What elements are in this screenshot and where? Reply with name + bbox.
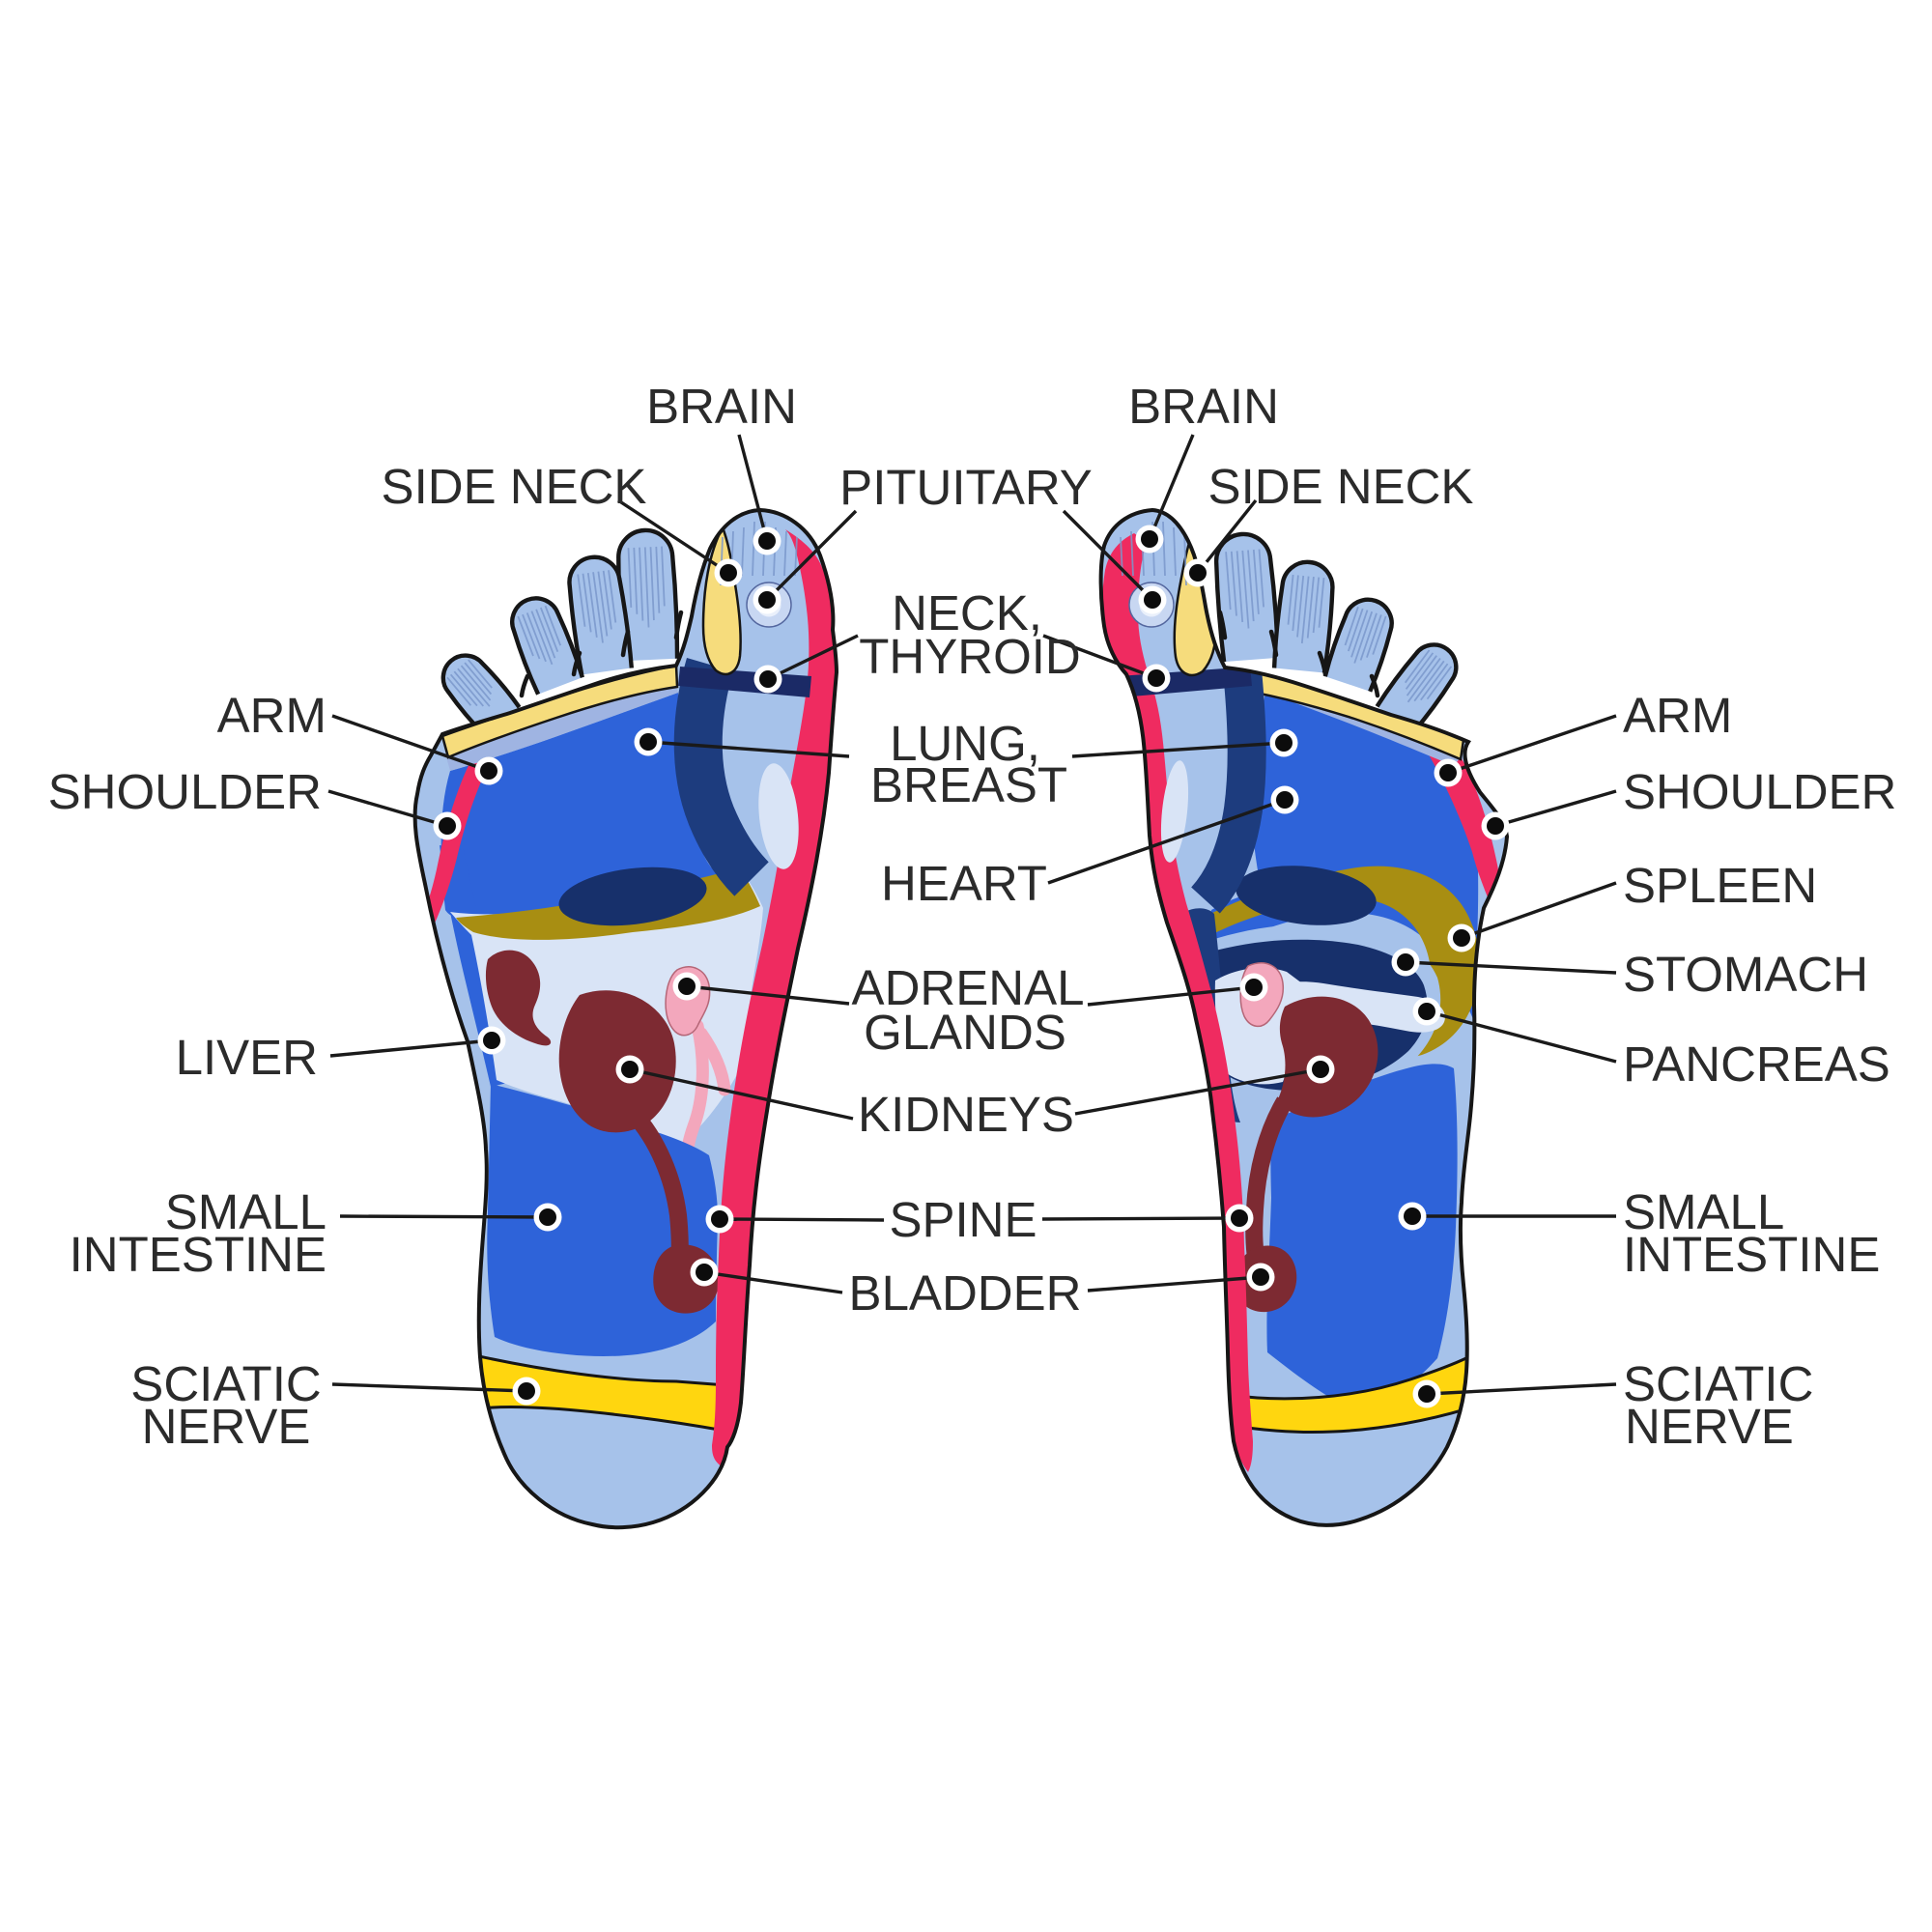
- svg-text:SHOULDER: SHOULDER: [48, 764, 322, 819]
- svg-text:ARM: ARM: [217, 688, 327, 743]
- svg-text:NERVE: NERVE: [1625, 1399, 1794, 1454]
- svg-text:SIDE NECK: SIDE NECK: [382, 459, 647, 514]
- svg-text:SCIATIC: SCIATIC: [1623, 1356, 1813, 1411]
- svg-text:STOMACH: STOMACH: [1623, 947, 1868, 1002]
- svg-text:LUNG,: LUNG,: [890, 716, 1040, 771]
- svg-text:BLADDER: BLADDER: [849, 1265, 1082, 1321]
- svg-text:GLANDS: GLANDS: [864, 1005, 1066, 1060]
- svg-text:THYROID: THYROID: [859, 629, 1081, 684]
- svg-text:SMALL: SMALL: [165, 1184, 327, 1239]
- svg-text:LIVER: LIVER: [176, 1030, 318, 1085]
- svg-text:SHOULDER: SHOULDER: [1623, 764, 1896, 819]
- svg-text:SCIATIC: SCIATIC: [130, 1356, 321, 1411]
- svg-text:SMALL: SMALL: [1623, 1184, 1784, 1239]
- svg-text:SPLEEN: SPLEEN: [1623, 858, 1817, 913]
- svg-text:PITUITARY: PITUITARY: [839, 460, 1093, 515]
- svg-text:BREAST: BREAST: [870, 757, 1067, 812]
- svg-text:KIDNEYS: KIDNEYS: [858, 1087, 1074, 1142]
- svg-text:PANCREAS: PANCREAS: [1623, 1037, 1890, 1092]
- svg-text:INTESTINE: INTESTINE: [70, 1227, 327, 1282]
- svg-text:ADRENAL: ADRENAL: [852, 960, 1085, 1015]
- svg-text:NERVE: NERVE: [142, 1399, 311, 1454]
- svg-text:SIDE NECK: SIDE NECK: [1208, 459, 1474, 514]
- svg-text:INTESTINE: INTESTINE: [1623, 1227, 1880, 1282]
- svg-text:BRAIN: BRAIN: [1128, 379, 1279, 434]
- svg-text:NECK,: NECK,: [892, 585, 1042, 640]
- svg-text:BRAIN: BRAIN: [646, 379, 797, 434]
- svg-text:SPINE: SPINE: [889, 1192, 1037, 1247]
- svg-text:HEART: HEART: [881, 856, 1047, 911]
- svg-text:ARM: ARM: [1623, 688, 1732, 743]
